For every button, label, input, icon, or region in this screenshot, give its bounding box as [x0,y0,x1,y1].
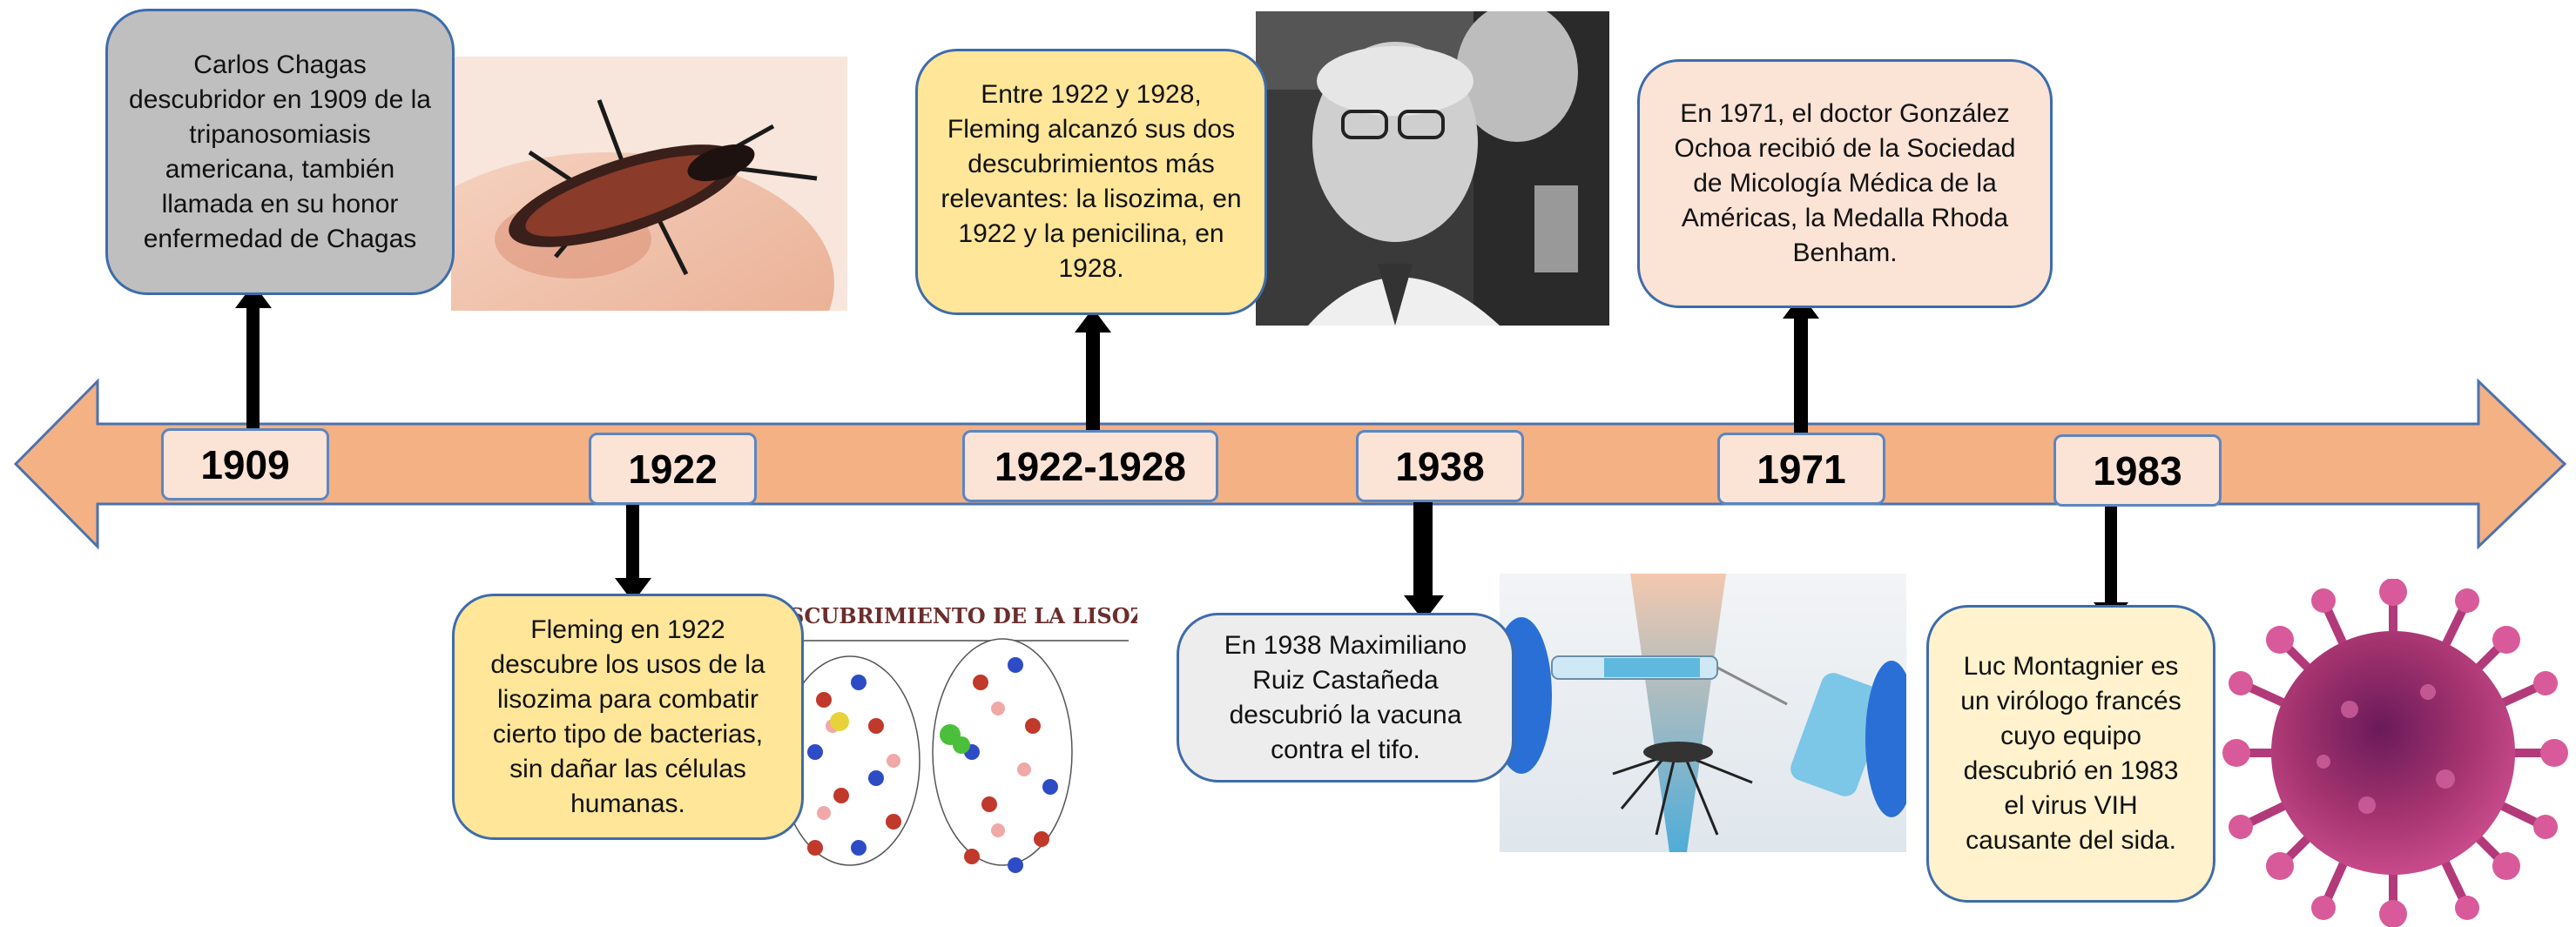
event-box-gonzalez-1971: En 1971, el doctor González Ochoa recibi… [1637,59,2053,308]
arrowhead-down-icon [1404,595,1444,621]
arrowhead-up-icon [235,284,272,308]
connector-1909 [246,305,260,442]
event-box-fleming-1922: Fleming en 1922 descubre los usos de la … [452,594,804,840]
lisozima-illustration [763,595,1129,909]
year-label-1971: 1971 [1717,433,1885,505]
event-text-gonzalez-1971: En 1971, el doctor González Ochoa recibi… [1674,99,2016,267]
year-label-1983: 1983 [2053,434,2222,507]
event-text-ruiz-1938: En 1938 Maximiliano Ruiz Castañeda descu… [1224,630,1467,764]
event-text-montagnier-1983: Luc Montagnier es un virólogo francés cu… [1960,652,2182,855]
connector-1922-1928 [1086,329,1100,442]
event-text-fleming-1922-1928: Entre 1922 y 1928, Fleming alcanzó sus d… [941,80,1242,283]
fleming-portrait-photo [1256,11,1609,326]
year-label-1922-1928: 1922-1928 [962,430,1218,502]
event-box-chagas: Carlos Chagas descubridor en 1909 de la … [105,9,455,295]
lisozima-caption: SCUBRIMIENTO DE LA LISOZIMA [789,603,1137,628]
year-label-1938: 1938 [1356,430,1524,502]
event-box-fleming-1922-1928: Entre 1922 y 1928, Fleming alcanzó sus d… [915,49,1267,315]
event-box-montagnier-1983: Luc Montagnier es un virólogo francés cu… [1926,605,2215,903]
year-label-1922: 1922 [589,433,757,505]
event-text-chagas: Carlos Chagas descubridor en 1909 de la … [129,50,431,253]
connector-1983 [2105,487,2117,608]
kissing-bug-photo [451,57,847,311]
hiv-virus-illustration [2219,579,2572,927]
event-box-ruiz-1938: En 1938 Maximiliano Ruiz Castañeda descu… [1177,613,1514,783]
vaccine-mosquito-photo [1500,574,1906,852]
event-text-fleming-1922: Fleming en 1922 descubre los usos de la … [490,615,765,818]
arrowhead-up-icon [1075,308,1111,333]
connector-1922 [626,487,639,583]
year-label-1909: 1909 [161,428,329,500]
arrowhead-down-icon [615,578,651,602]
connector-1938 [1413,487,1433,601]
connector-1971 [1794,317,1808,442]
